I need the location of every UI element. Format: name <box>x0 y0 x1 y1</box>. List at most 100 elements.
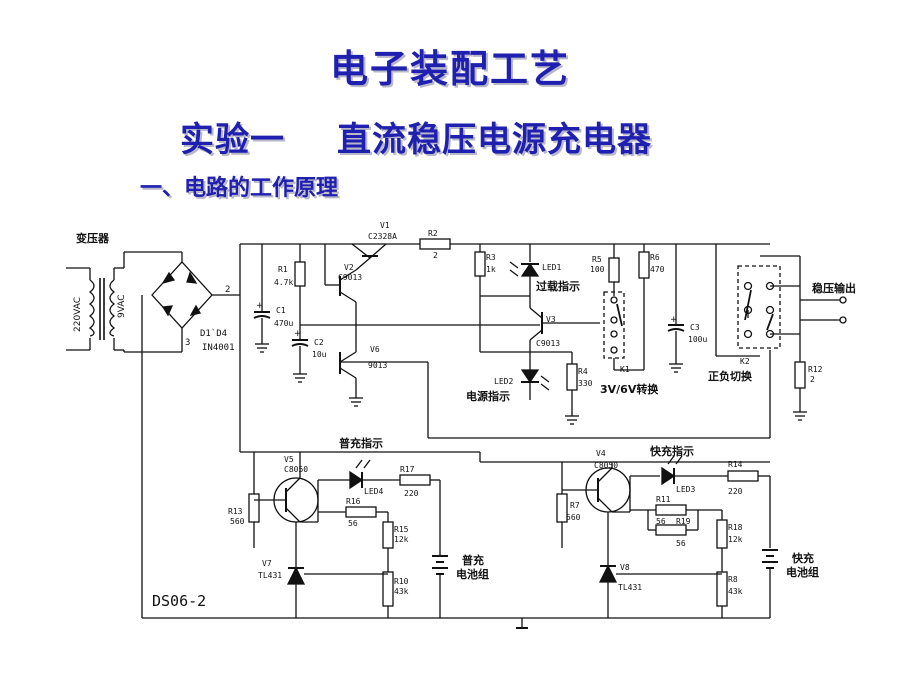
r2-value: 2 <box>433 251 438 260</box>
r14-label: R14 <box>728 460 743 469</box>
v1-label: V1 <box>380 221 390 230</box>
r1-label: R1 <box>278 265 288 274</box>
r11-value: 56 <box>656 517 666 526</box>
shunt-regulator-v8 <box>598 512 722 618</box>
r16-label: R16 <box>346 497 361 506</box>
capacitor-c3 <box>667 244 685 373</box>
transformer-label: 变压器 <box>76 231 110 245</box>
r6-value: 470 <box>650 265 665 274</box>
r16-value: 56 <box>348 519 358 528</box>
subtitle-topic: 直流稳压电源充电器 <box>337 120 652 160</box>
r15-value: 12k <box>394 535 409 544</box>
bridge-rectifier <box>124 251 240 353</box>
r8-label: R8 <box>728 575 738 584</box>
normal-charge-indicator-label: 普充指示 <box>339 436 383 450</box>
bridge-part-label: IN4001 <box>202 343 235 353</box>
resistor-r14 <box>727 470 759 482</box>
r18-value: 12k <box>728 535 743 544</box>
led-led3 <box>661 455 728 486</box>
fast-charge-indicator-label: 快充指示 <box>649 444 694 458</box>
r6-label: R6 <box>650 253 660 262</box>
r10-label: R10 <box>394 577 409 586</box>
bridge-label: D1`D4 <box>200 328 227 339</box>
voltage-switch-label: 3V/6V转换 <box>600 382 659 396</box>
transformer <box>66 252 125 352</box>
v3-label: V3 <box>546 315 556 324</box>
node-2-label: 2 <box>225 285 230 295</box>
c1-label: C1 <box>276 306 286 315</box>
r3-label: R3 <box>486 253 496 262</box>
resistor-r16 <box>345 506 377 518</box>
v5-label: V5 <box>284 455 294 464</box>
transistor-v2 <box>324 244 371 325</box>
ac-input-label: 220VAC <box>73 297 83 332</box>
v2-label: V2 <box>344 263 354 272</box>
resistor-r19 <box>655 524 687 536</box>
resistor-r4 <box>566 363 578 391</box>
r17-label: R17 <box>400 465 415 474</box>
normal-battery-label-2: 电池组 <box>456 567 489 581</box>
resistor-r6 <box>638 251 650 279</box>
transistor-v3 <box>480 295 600 362</box>
v7-label: V7 <box>262 559 272 568</box>
r15-label: R15 <box>394 525 409 534</box>
regulated-output-label: 稳压输出 <box>812 281 856 295</box>
resistor-r2 <box>419 238 451 250</box>
r7-label: R7 <box>570 501 580 510</box>
switch-k1 <box>603 291 625 359</box>
v8-label: V8 <box>620 563 630 572</box>
c3-plus: + <box>670 315 678 325</box>
resistor-r15 <box>382 521 394 549</box>
resistor-r1 <box>294 261 306 287</box>
c3-label: C3 <box>690 323 700 332</box>
r10-value: 43k <box>394 587 409 596</box>
v5-part: C8050 <box>284 465 308 474</box>
battery-fast <box>762 549 778 618</box>
capacitor-c2 <box>291 325 309 383</box>
ac-output-label: 9VAC <box>117 294 127 318</box>
capacitor-c1 <box>253 300 271 353</box>
resistor-r8 <box>716 571 728 607</box>
v6-label: V6 <box>370 345 380 354</box>
v6-part: 9013 <box>368 361 387 370</box>
subtitle: 实验一 直流稳压电源充电器 <box>180 112 652 161</box>
led-led2 <box>480 351 550 400</box>
led4-label: LED4 <box>364 487 383 496</box>
v8-part: TL431 <box>618 583 642 592</box>
v4-label: V4 <box>596 449 606 458</box>
overload-label: 过载指示 <box>536 279 580 293</box>
resistor-r5 <box>608 257 620 283</box>
r17-value: 220 <box>404 489 419 498</box>
v2-part: C9013 <box>338 273 362 282</box>
resistor-r11 <box>655 504 687 516</box>
v3-part: C9013 <box>536 339 560 348</box>
c2-value: 10u <box>312 350 327 359</box>
c2-label: C2 <box>314 338 324 347</box>
transistor-v1 <box>351 243 387 259</box>
shunt-regulator-v7 <box>286 522 388 618</box>
fast-battery-label-2: 电池组 <box>786 565 819 579</box>
fast-battery-label-1: 快充 <box>791 551 814 565</box>
section-heading: 一、电路的工作原理 <box>140 176 339 201</box>
transistor-v5 <box>254 452 350 523</box>
subtitle-experiment: 实验一 <box>180 120 285 160</box>
r7-value: 560 <box>566 513 581 522</box>
c2-plus: + <box>294 329 302 339</box>
c1-value: 470u <box>274 319 293 328</box>
r19-value: 56 <box>676 539 686 548</box>
led3-label: LED3 <box>676 485 695 494</box>
r1-value: 4.7k <box>274 278 293 287</box>
r13-value: 560 <box>230 517 245 526</box>
board-id-label: DS06-2 <box>152 592 206 610</box>
v1-part: C2328A <box>368 232 397 241</box>
r18-label: R18 <box>728 523 743 532</box>
node-3-label: 3 <box>185 338 190 348</box>
resistor-r18 <box>716 519 728 549</box>
resistor-r3 <box>474 251 486 277</box>
main-title: 电子装配工艺 <box>329 47 570 91</box>
r13-label: R13 <box>228 507 243 516</box>
r3-value: 1k <box>486 265 496 274</box>
r5-label: R5 <box>592 255 602 264</box>
resistor-r12 <box>794 361 806 389</box>
